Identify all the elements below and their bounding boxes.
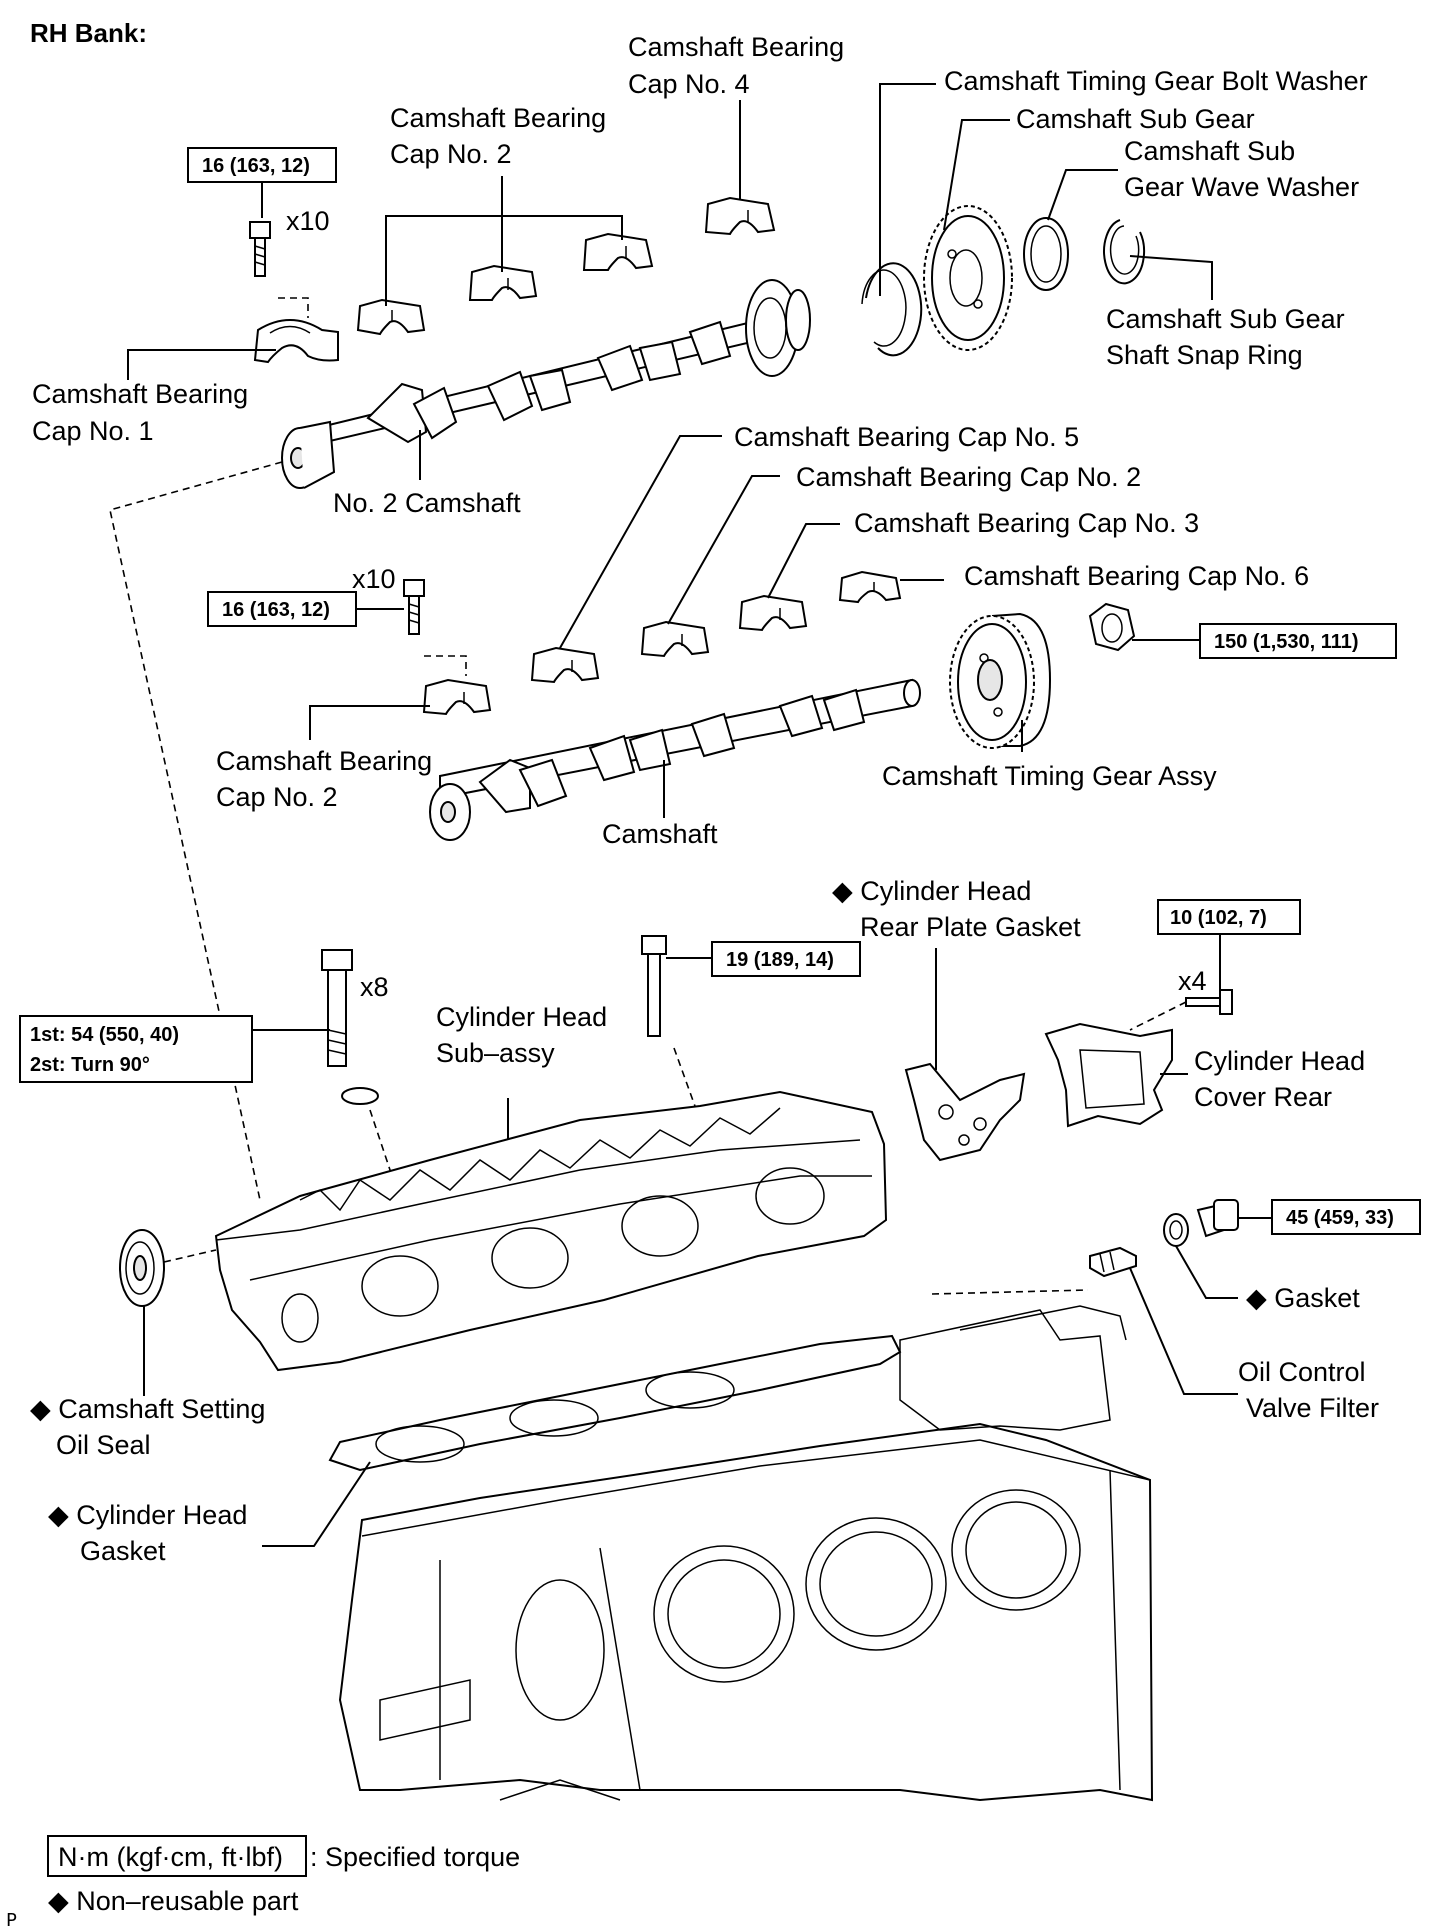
legend-torque-text: : Specified torque bbox=[310, 1842, 520, 1872]
oil-control-valve-filter-icon bbox=[1089, 1246, 1137, 1278]
label-cap6: Camshaft Bearing Cap No. 6 bbox=[964, 561, 1309, 591]
quantity-x10-mid: x10 bbox=[352, 564, 396, 594]
torque-value: 16 (163, 12) bbox=[222, 599, 330, 621]
quantity-x10-top: x10 bbox=[286, 206, 330, 236]
label-wave-washer-a: Camshaft Sub bbox=[1124, 136, 1295, 166]
label-timing-washer: Camshaft Timing Gear Bolt Washer bbox=[944, 66, 1368, 96]
label-rear-plate-gasket-a: ◆ Cylinder Head bbox=[832, 876, 1031, 906]
timing-gear-bolt-washer-icon bbox=[861, 262, 923, 357]
label-head-subassy-a: Cylinder Head bbox=[436, 1002, 607, 1032]
torque-box-plug: 45 (459, 33) bbox=[1271, 1199, 1421, 1235]
label-cap4-b: Cap No. 4 bbox=[628, 69, 750, 99]
label-cap4-a: Camshaft Bearing bbox=[628, 32, 844, 62]
head-bolt-icon bbox=[321, 949, 353, 1067]
sub-gear-wave-washer-icon bbox=[1023, 217, 1069, 291]
quantity-x4: x4 bbox=[1178, 966, 1207, 996]
label-cap1-b: Cap No. 1 bbox=[32, 416, 154, 446]
label-gasket: ◆ Gasket bbox=[1246, 1283, 1360, 1313]
bearing-cap-no2-low-icon bbox=[422, 678, 492, 716]
label-head-cover-rear-a: Cylinder Head bbox=[1194, 1046, 1365, 1076]
label-ocv-filter-b: Valve Filter bbox=[1246, 1393, 1379, 1423]
label-cap1-a: Camshaft Bearing bbox=[32, 379, 248, 409]
label-ocv-filter-a: Oil Control bbox=[1238, 1357, 1366, 1387]
camshaft-oil-seal-icon bbox=[119, 1229, 165, 1307]
timing-gear-nut-icon bbox=[1088, 602, 1136, 652]
engine-block-icon bbox=[338, 1305, 1154, 1802]
label-head-gasket-b: Gasket bbox=[80, 1536, 166, 1566]
torque-value: 150 (1,530, 111) bbox=[1214, 631, 1359, 653]
bearing-cap-no1-icon bbox=[253, 319, 339, 364]
bearing-cap-no5-icon bbox=[530, 646, 600, 684]
torque-box-cap-mid: 16 (163, 12) bbox=[207, 591, 357, 627]
label-head-cover-rear-b: Cover Rear bbox=[1194, 1082, 1332, 1112]
bearing-cap-bolt-icon bbox=[249, 221, 271, 277]
label-snap-ring-a: Camshaft Sub Gear bbox=[1106, 304, 1345, 334]
bearing-cap-small-icon bbox=[582, 232, 654, 271]
bearing-cap-no2-mid-icon bbox=[640, 620, 710, 658]
bearing-cap-small-icon bbox=[356, 298, 426, 336]
torque-box-cover: 10 (102, 7) bbox=[1157, 899, 1301, 935]
torque-box-timing-nut: 150 (1,530, 111) bbox=[1199, 623, 1397, 659]
torque-value: 16 (163, 12) bbox=[202, 155, 310, 177]
label-cap2mid: Camshaft Bearing Cap No. 2 bbox=[796, 462, 1141, 492]
cylinder-head-icon bbox=[214, 1090, 888, 1372]
quantity-x8: x8 bbox=[360, 972, 389, 1002]
camshaft-sub-gear-icon bbox=[923, 205, 1013, 351]
torque-box-head-bolt: 1st: 54 (550, 40) 2st: Turn 90° bbox=[19, 1015, 253, 1083]
label-sub-gear: Camshaft Sub Gear bbox=[1016, 104, 1255, 134]
label-cap2top-b: Cap No. 2 bbox=[390, 139, 512, 169]
label-no2-camshaft: No. 2 Camshaft bbox=[333, 488, 521, 518]
torque-value-2: 2st: Turn 90° bbox=[30, 1054, 150, 1076]
bearing-cap-no3-icon bbox=[738, 594, 808, 632]
sub-gear-snap-ring-icon bbox=[1103, 219, 1146, 285]
plug-gasket-icon bbox=[1163, 1213, 1189, 1247]
head-bolt-19-icon bbox=[641, 935, 667, 1037]
bank-title: RH Bank: bbox=[30, 18, 147, 48]
torque-value-1: 1st: 54 (550, 40) bbox=[30, 1024, 179, 1046]
label-oil-seal-b: Oil Seal bbox=[56, 1430, 151, 1460]
label-timing-gear: Camshaft Timing Gear Assy bbox=[882, 761, 1217, 791]
label-rear-plate-gasket-b: Rear Plate Gasket bbox=[860, 912, 1081, 942]
label-head-gasket-a: ◆ Cylinder Head bbox=[48, 1500, 247, 1530]
legend-nonreusable: ◆ Non–reusable part bbox=[48, 1886, 299, 1916]
torque-value: 45 (459, 33) bbox=[1286, 1207, 1394, 1229]
label-cap2top-a: Camshaft Bearing bbox=[390, 103, 606, 133]
label-cap2low-b: Cap No. 2 bbox=[216, 782, 338, 812]
rear-plate-gasket-icon bbox=[904, 1062, 1026, 1162]
label-cap2low-a: Camshaft Bearing bbox=[216, 746, 432, 776]
torque-box-cap-top: 16 (163, 12) bbox=[187, 147, 337, 183]
torque-value: 19 (189, 14) bbox=[726, 949, 834, 971]
label-cap5: Camshaft Bearing Cap No. 5 bbox=[734, 422, 1079, 452]
figure-code: P bbox=[6, 1910, 17, 1930]
label-head-subassy-b: Sub–assy bbox=[436, 1038, 555, 1068]
torque-value: 10 (102, 7) bbox=[1170, 907, 1267, 929]
label-cap3: Camshaft Bearing Cap No. 3 bbox=[854, 508, 1199, 538]
label-wave-washer-b: Gear Wave Washer bbox=[1124, 172, 1359, 202]
legend-torque-box: N·m (kgf·cm, ft·lbf) bbox=[58, 1842, 283, 1872]
head-bolt-washer-icon bbox=[341, 1087, 379, 1105]
cylinder-head-gasket-icon bbox=[328, 1334, 902, 1472]
bearing-cap-small-icon bbox=[468, 264, 538, 301]
legend-torque: N·m (kgf·cm, ft·lbf) : Specified torque bbox=[47, 1835, 520, 1877]
label-snap-ring-b: Shaft Snap Ring bbox=[1106, 340, 1303, 370]
torque-box-bolt-19: 19 (189, 14) bbox=[711, 941, 861, 977]
head-cover-rear-icon bbox=[1044, 1022, 1173, 1128]
no2-camshaft-icon bbox=[281, 279, 811, 489]
camshaft-timing-gear-icon bbox=[949, 612, 1052, 749]
bearing-cap-no4-icon bbox=[704, 196, 776, 236]
bearing-cap-no6-icon bbox=[838, 570, 902, 604]
label-oil-seal-a: ◆ Camshaft Setting bbox=[30, 1394, 265, 1424]
bearing-cap-bolt-icon bbox=[403, 579, 425, 635]
camshaft-icon bbox=[429, 678, 921, 841]
oil-plug-icon bbox=[1196, 1199, 1239, 1238]
label-camshaft: Camshaft bbox=[602, 819, 718, 849]
